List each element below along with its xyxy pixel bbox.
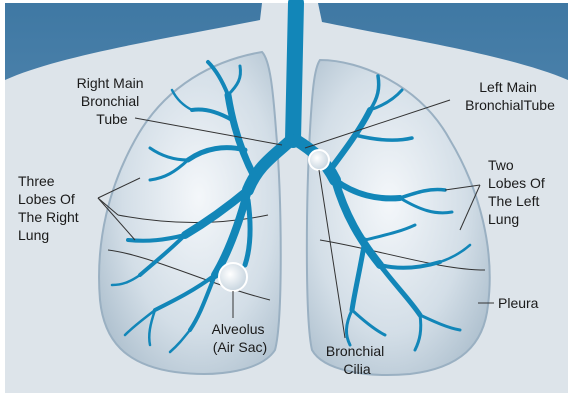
cilia-bubble xyxy=(309,150,329,170)
alveolus-bubble xyxy=(219,263,247,291)
torso-silhouette xyxy=(5,3,568,393)
label-pleura: Pleura xyxy=(498,295,539,311)
trachea xyxy=(293,3,296,140)
